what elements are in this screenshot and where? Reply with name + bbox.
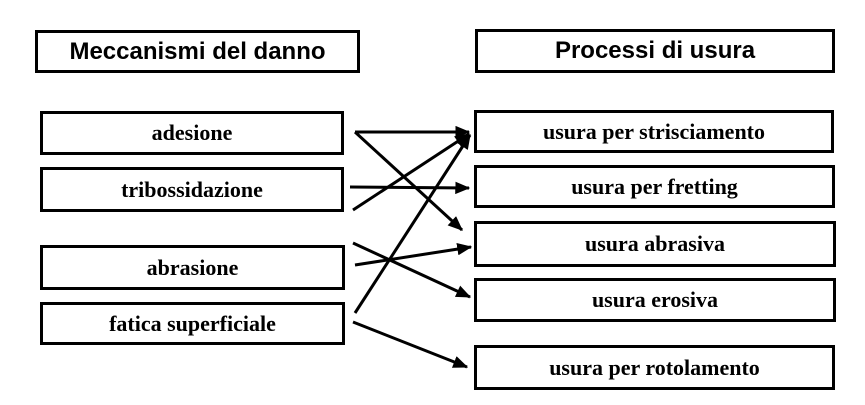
mechanism-box-tribossidazione: tribossidazione [40, 167, 344, 212]
arrow-adesione-to-usura-abrasiva [353, 130, 464, 232]
arrow-fatica-superficiale-to-usura-per-strisciamento [353, 133, 472, 314]
process-box-usura-erosiva: usura erosiva [474, 278, 836, 322]
header-wear-processes: Processi di usura [475, 29, 835, 73]
arrow-tribossidazione-to-usura-per-fretting [349, 181, 471, 195]
header-damage-mechanisms: Meccanismi del danno [35, 30, 360, 73]
arrow-abrasione-to-usura-erosiva [352, 241, 472, 299]
mechanism-box-adesione: adesione [40, 111, 344, 155]
process-box-usura-per-rotolamento: usura per rotolamento [474, 345, 835, 390]
arrow-fatica-superficiale-to-usura-per-rotolamento [352, 320, 469, 369]
process-box-usura-per-fretting: usura per fretting [474, 165, 835, 208]
process-box-usura-abrasiva: usura abrasiva [474, 221, 836, 267]
mechanism-box-abrasione: abrasione [40, 245, 345, 290]
arrow-tribossidazione-to-usura-per-strisciamento [352, 132, 471, 212]
arrow-abrasione-to-usura-abrasiva [354, 242, 473, 267]
process-box-usura-per-strisciamento: usura per strisciamento [474, 110, 834, 153]
mechanism-box-fatica-superficiale: fatica superficiale [40, 302, 345, 345]
